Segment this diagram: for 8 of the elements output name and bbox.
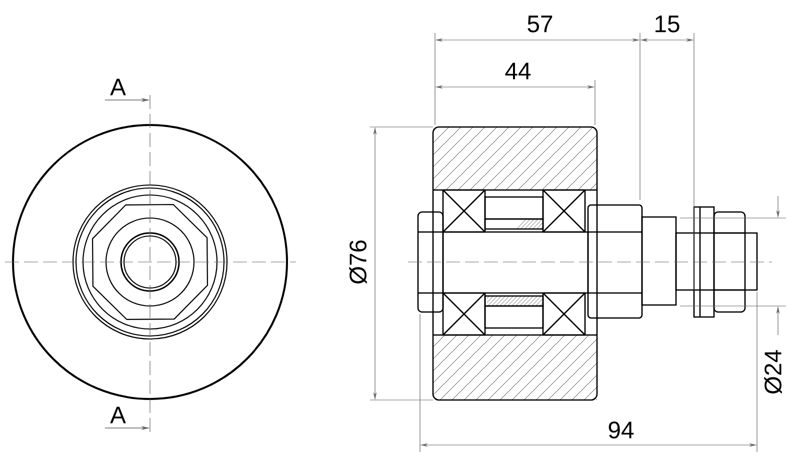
section-label: A (110, 406, 126, 424)
dimension-label: Ø24 (764, 350, 782, 394)
dimension-label: 94 (608, 422, 634, 438)
dimension-label: 57 (528, 16, 552, 32)
dimension-label: Ø76 (349, 240, 367, 284)
dimension-label: 44 (505, 62, 531, 80)
dimension-label: 15 (656, 16, 680, 32)
section-label: A (110, 78, 126, 96)
